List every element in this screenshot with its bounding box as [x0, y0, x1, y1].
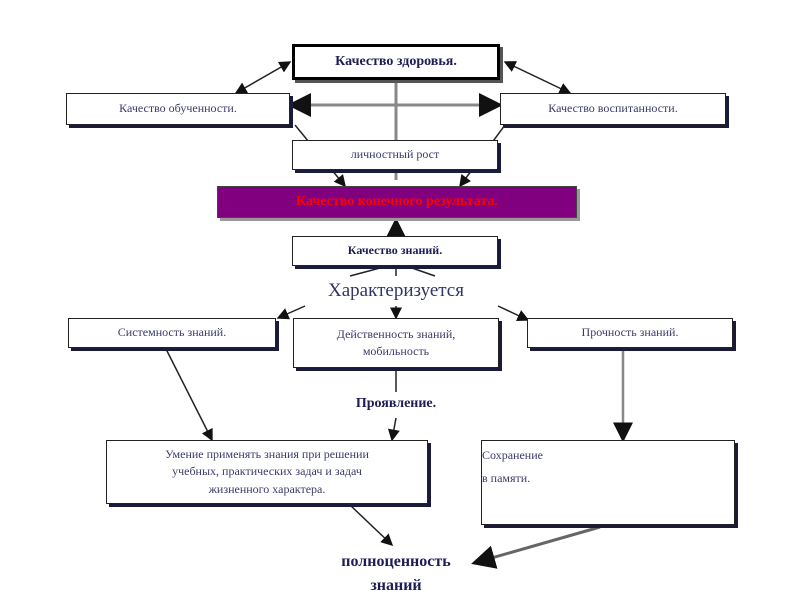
effective-knowledge-box: Действенность знаний, мобильность	[293, 318, 499, 368]
arrow-application-completeness	[349, 504, 394, 547]
knowledge-quality-text: Качество знаний.	[347, 243, 443, 258]
personal-growth-box: личностный рост	[292, 140, 498, 170]
learning-quality-text: Качество обученности.	[119, 101, 237, 116]
characterized-label: Характеризуется	[328, 280, 464, 301]
arrow-systematic-application	[164, 346, 213, 442]
health-quality-box: Качество здоровья.	[292, 44, 500, 80]
systematic-knowledge-box: Системность знаний.	[68, 318, 276, 348]
retention-box: Сохранение в памяти.	[481, 440, 735, 525]
final-result-quality-box: Качество конечного результата.	[217, 186, 577, 218]
application-box: Умение применять знания при решении учеб…	[106, 440, 428, 504]
arrow-health-learning	[234, 61, 292, 94]
effective-knowledge-text-1: Действенность знаний,	[336, 326, 456, 341]
application-text-1: Умение применять знания при решении	[165, 446, 369, 461]
application-text-2: учебных, практических задач и задач	[172, 464, 362, 479]
final-result-quality-text: Качество конечного результата.	[296, 193, 498, 209]
durable-knowledge-text: Прочность знаний.	[581, 325, 679, 340]
retention-text-1: Сохранение	[482, 448, 543, 462]
effective-knowledge-text-2: мобильность	[362, 344, 430, 358]
completeness-text-2: знаний	[370, 577, 422, 594]
knowledge-quality-box: Качество знаний.	[292, 236, 498, 266]
personal-growth-text: личностный рост	[350, 147, 440, 162]
application-text-3: жизненного характера.	[208, 481, 326, 496]
manifestation-label: Проявление.	[355, 396, 437, 411]
arrow-health-upbringing	[503, 61, 572, 94]
systematic-knowledge-text: Системность знаний.	[117, 325, 227, 340]
completeness-text-1: полноценность	[341, 553, 451, 570]
arrow-retention-completeness	[471, 525, 601, 569]
upbringing-quality-box: Качество воспитанности.	[500, 93, 726, 125]
learning-quality-box: Качество обученности.	[66, 93, 290, 125]
retention-text-2: в памяти.	[482, 471, 531, 486]
arrow-to-durable	[497, 305, 530, 321]
upbringing-quality-text: Качество воспитанности.	[548, 101, 678, 116]
health-quality-text: Качество здоровья.	[335, 53, 457, 69]
arrow-manifestation-application	[387, 417, 400, 442]
completeness-label: полноценность знаний	[296, 550, 496, 598]
durable-knowledge-box: Прочность знаний.	[527, 318, 733, 348]
arrow-to-systematic	[276, 305, 306, 320]
